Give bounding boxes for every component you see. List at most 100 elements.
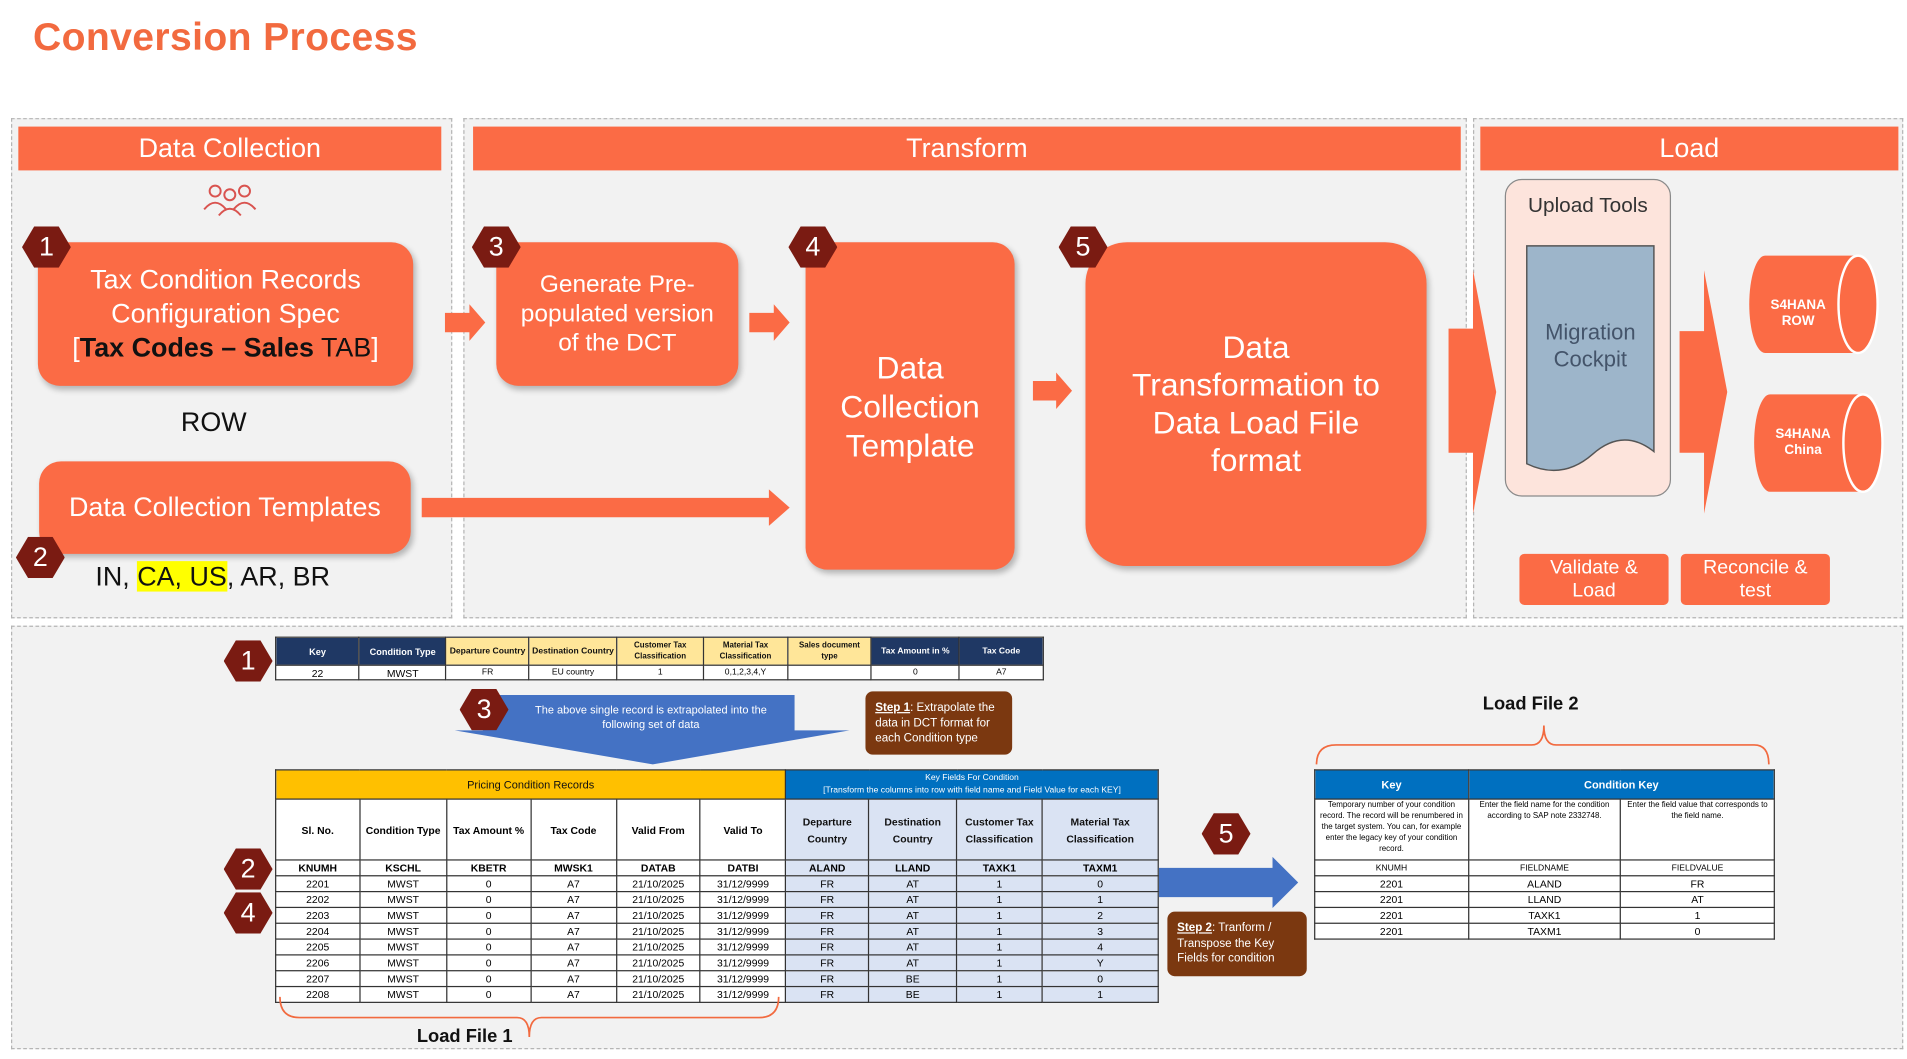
- lf2-cell: 2201: [1314, 922, 1469, 940]
- lf1-tech-cell: KNUMH: [275, 859, 361, 877]
- lf1-header: Tax Code: [530, 798, 617, 861]
- lf1-tech-cell: DATAB: [615, 859, 701, 877]
- step-badge-4: 4: [788, 226, 838, 268]
- validate-load-box: Validate & Load: [1519, 553, 1669, 605]
- tax-condition-line1: Tax Condition Records: [90, 264, 361, 295]
- migration-cockpit-label: Migration Cockpit: [1526, 319, 1656, 373]
- lf1-cell: 31/12/9999: [699, 922, 787, 940]
- lf1-cell: 0: [1041, 970, 1159, 988]
- s4hana-row-database-icon: [1749, 254, 1879, 355]
- lf1-cell: FR: [785, 985, 870, 1003]
- data-transformation-box: Data Transformation to Data Load File fo…: [1085, 242, 1427, 566]
- lf1-cell: 1: [956, 890, 1043, 909]
- spec-header-sales-doc: Sales document type: [786, 636, 873, 666]
- transpose-right-arrow-icon: [1158, 856, 1299, 909]
- tax-condition-spec-box: Tax Condition Records Configuration Spec…: [37, 242, 414, 386]
- lf1-tech-cell: TAXM1: [1041, 859, 1159, 877]
- lf1-cell: 0: [1041, 875, 1159, 893]
- lf2-cell: 1: [1620, 906, 1775, 924]
- generate-line2: populated version: [520, 300, 714, 328]
- lf1-cell: 21/10/2025: [615, 970, 701, 988]
- lf1-cell: FR: [785, 922, 870, 940]
- data-collection-templates-box: Data Collection Templates: [39, 461, 411, 554]
- chevron-arrow-icon: [1448, 270, 1497, 514]
- step1-note: Step 1: Extrapolate the data in DCT form…: [865, 691, 1013, 755]
- page-title: Conversion Process: [33, 14, 418, 59]
- lf2-group-condition-key: Condition Key: [1467, 769, 1775, 800]
- lf1-header: Material Tax Classification: [1041, 798, 1159, 861]
- spec-cell: 0: [870, 664, 960, 681]
- lf1-cell: 1: [956, 906, 1043, 924]
- lf1-cell: 1: [1041, 985, 1159, 1003]
- lf1-cell: AT: [868, 875, 958, 893]
- tax-codes-sales-label: Tax Codes – Sales: [79, 332, 314, 363]
- lf1-cell: 2205: [275, 938, 361, 956]
- lf2-cell: TAXM1: [1467, 922, 1622, 940]
- lf1-cell: A7: [530, 954, 617, 972]
- lf2-desc: Enter the field name for the condition a…: [1467, 798, 1622, 861]
- lf1-cell: FR: [785, 954, 870, 972]
- lf1-cell: 31/12/9999: [699, 875, 787, 893]
- lf1-cell: 2201: [275, 875, 361, 893]
- lf1-header: Tax Amount %: [445, 798, 532, 861]
- spec-header-tax-code: Tax Code: [958, 636, 1044, 666]
- spec-data-row: 22 MWST FR EU country 1 0,1,2,3,4,Y 0 A7: [275, 664, 1044, 681]
- load-banner: Load: [1480, 126, 1899, 171]
- load-file-1-brace: [279, 996, 780, 1038]
- data-collection-template-box: Data Collection Template: [805, 242, 1015, 570]
- spec-header-customer-tax: Customer Tax Classification: [616, 636, 705, 666]
- spec-cell: 0,1,2,3,4,Y: [702, 664, 789, 681]
- lf2-desc: Enter the field value that corresponds t…: [1620, 798, 1775, 861]
- lf2-desc-row: Temporary number of your condition recor…: [1314, 798, 1775, 861]
- lf1-tech-cell: MWSK1: [530, 859, 617, 877]
- country-in: IN,: [95, 561, 138, 592]
- lf1-cell: FR: [785, 938, 870, 956]
- s4hana-china-label: S4HANA China: [1755, 427, 1850, 459]
- lf2-cell: 2201: [1314, 875, 1469, 893]
- lf2-cell: FR: [1620, 875, 1775, 893]
- migration-cockpit-line1: Migration: [1545, 320, 1636, 345]
- lf1-cell: 1: [956, 985, 1043, 1003]
- lf1-cell: 21/10/2025: [615, 954, 701, 972]
- lf2-group-row: Key Condition Key: [1314, 769, 1775, 800]
- lf1-tech-cell: ALAND: [785, 859, 870, 877]
- lf1-header: Condition Type: [359, 798, 448, 861]
- lf1-cell: 21/10/2025: [615, 906, 701, 924]
- spec-header-tax-amount: Tax Amount in %: [870, 636, 960, 666]
- lf1-cell: A7: [530, 875, 617, 893]
- lf1-cell: 21/10/2025: [615, 922, 701, 940]
- arrow-icon: [444, 304, 486, 341]
- spec-cell: FR: [445, 664, 530, 681]
- generate-line3: of the DCT: [558, 329, 677, 357]
- lf1-cell: 0: [445, 970, 532, 988]
- lf1-cell: A7: [530, 906, 617, 924]
- load-file-2-label: Load File 2: [1482, 693, 1579, 715]
- lf1-cell: A7: [530, 970, 617, 988]
- lf1-cell: FR: [785, 890, 870, 909]
- lf1-cell: BE: [868, 985, 958, 1003]
- example-badge-3: 3: [459, 688, 509, 731]
- step2-note: Step 2: Tranform / Transpose the Key Fie…: [1167, 911, 1307, 977]
- lf1-cell: 2207: [275, 970, 361, 988]
- transformation-line1: Data: [1222, 328, 1290, 366]
- lf1-cell: MWST: [359, 890, 448, 909]
- lf1-cell: AT: [868, 922, 958, 940]
- lf1-header: Customer Tax Classification: [956, 798, 1043, 861]
- load-file-2-brace: [1315, 725, 1770, 765]
- upload-tools-label: Upload Tools: [1527, 193, 1648, 217]
- dct-line3: Template: [845, 426, 975, 464]
- lf2-cell: 2201: [1314, 906, 1469, 924]
- lf1-header: Destination Country: [868, 798, 958, 861]
- lf1-header: Valid From: [615, 798, 701, 861]
- lf1-header-row: Sl. No. Condition Type Tax Amount % Tax …: [275, 798, 1159, 861]
- lf1-group-row: Pricing Condition Records Key Fields For…: [275, 769, 1159, 800]
- step1-label: Step 1: [875, 701, 911, 715]
- lf1-cell: MWST: [359, 985, 448, 1003]
